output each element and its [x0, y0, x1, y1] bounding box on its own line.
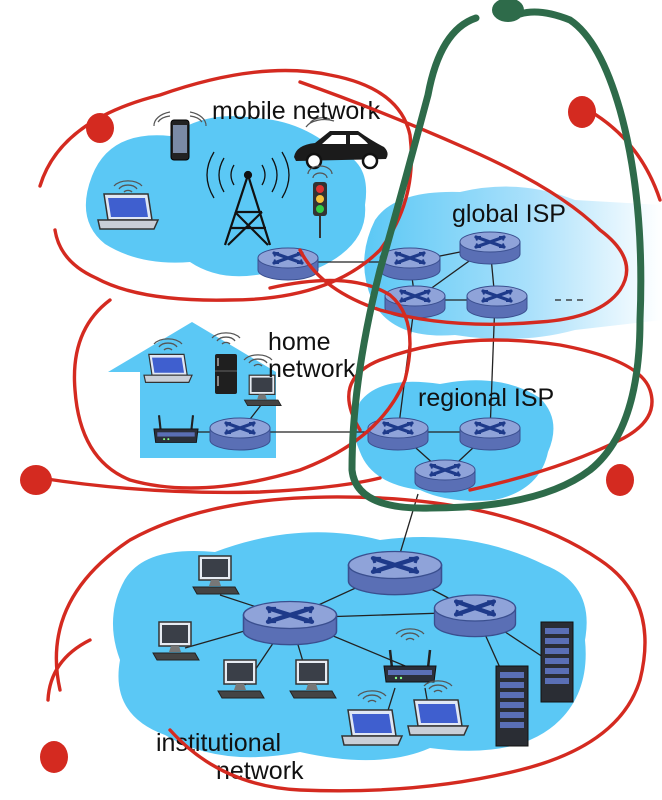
label-regional-isp: regional ISP: [418, 384, 554, 412]
car-icon: [294, 117, 388, 170]
regional-isp-cloud: [354, 380, 554, 501]
smartphone-icon: [153, 111, 207, 161]
router-icon: [413, 458, 477, 494]
green-annotation-dot: [492, 0, 524, 22]
router-icon: [378, 246, 442, 282]
refrigerator-icon: [211, 332, 241, 394]
router-icon: [458, 230, 522, 266]
router-icon: [465, 284, 529, 320]
cell-tower-icon: [206, 151, 290, 246]
router-icon: [208, 416, 272, 452]
router-icon: [458, 416, 522, 452]
router-icon: [349, 552, 442, 595]
red-annotation-strokes: [38, 68, 662, 793]
server-rack-icon: [495, 665, 529, 747]
label-global-isp: global ISP: [452, 200, 566, 228]
traffic-light-icon: [307, 165, 333, 238]
label-home-network-line1: home: [268, 328, 331, 356]
router-icon: [435, 595, 516, 637]
label-home-network-line2: network: [268, 355, 356, 383]
router-icon: [244, 602, 337, 645]
green-annotation-loop: [348, 8, 645, 512]
label-institutional-network-line2: network: [216, 757, 304, 785]
label-institutional-network-line1: institutional: [156, 729, 281, 757]
server-rack-icon: [540, 621, 574, 703]
red-annotation-dots: [20, 96, 634, 773]
